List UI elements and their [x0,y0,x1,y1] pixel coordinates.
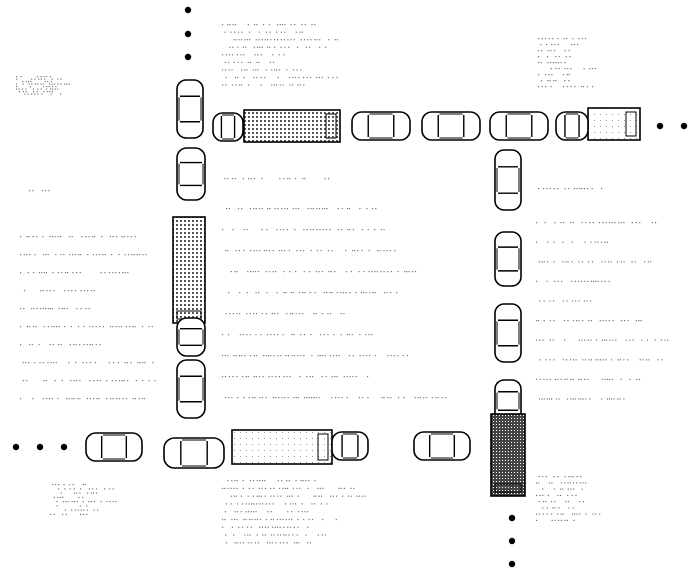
car-top-horizontal-2[interactable] [352,112,410,140]
dots-right-dot-2 [681,123,687,129]
car-bottom-horizontal-2[interactable] [164,438,224,468]
dots-left-dot-1 [13,444,19,450]
car-top-horizontal-1[interactable] [213,113,243,141]
dithered-background-text [16,24,668,543]
dots-bottom-dot-1 [509,515,515,521]
dots-bottom-dot-2 [509,538,515,544]
dots-top-dot-3 [185,54,191,60]
car-top-horizontal-5[interactable] [556,112,588,140]
vehicles [86,80,640,496]
car-bottom-horizontal-3[interactable] [332,432,368,460]
car-top-horizontal-3[interactable] [422,112,480,140]
car-left-vertical-1[interactable] [177,148,205,200]
car-right-vertical-2[interactable] [495,232,521,286]
truck-top-right[interactable] [588,108,640,140]
dots-left [13,444,67,450]
truck-top-dotted[interactable] [244,110,340,142]
car-left-vertical-3[interactable] [177,360,205,418]
car-top-vertical[interactable] [177,80,203,138]
car-right-vertical-1[interactable] [495,150,521,210]
truck-left-vertical-dotted[interactable] [173,217,205,323]
dots-left-dot-2 [37,444,43,450]
dots-top-dot-1 [185,7,191,13]
dots-bottom-dot-3 [509,561,515,567]
dots-right-dot-1 [657,123,663,129]
truck-right-vertical-dense[interactable] [491,414,525,496]
car-bottom-horizontal-4[interactable] [414,432,470,460]
dots-left-dot-3 [61,444,67,450]
car-right-vertical-3[interactable] [495,304,521,362]
car-bottom-horizontal-1[interactable] [86,433,142,461]
car-top-horizontal-4[interactable] [490,112,548,140]
dots-top-dot-2 [185,31,191,37]
dots-top [185,7,191,60]
car-left-vertical-2[interactable] [177,318,205,356]
dots-bottom [509,515,515,567]
dots-right [657,123,687,129]
truck-bottom-horizontal[interactable] [232,430,332,464]
